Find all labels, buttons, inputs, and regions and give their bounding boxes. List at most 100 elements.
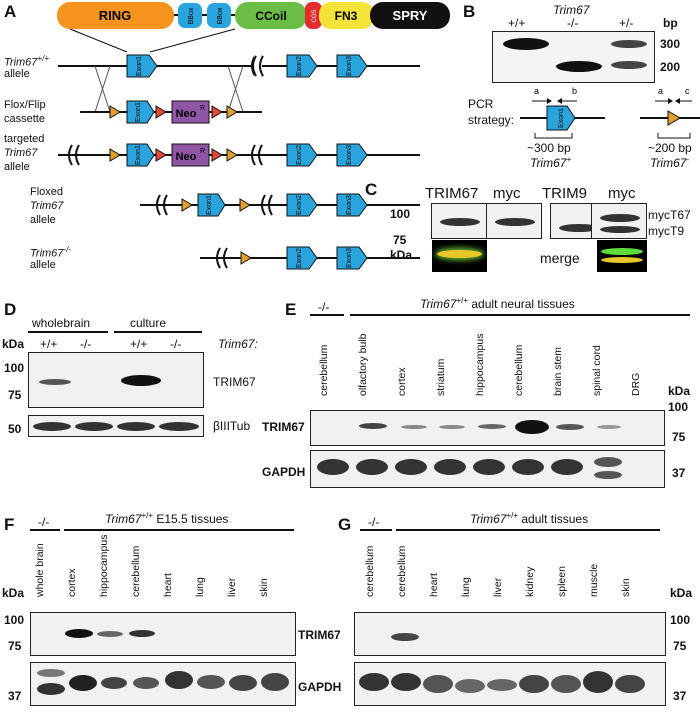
blot-band	[478, 424, 506, 429]
lane-label: muscle	[588, 563, 600, 597]
lane-label: striatum	[435, 358, 447, 396]
svg-text:Exon2: Exon2	[296, 56, 303, 76]
svg-text:Exon2: Exon2	[296, 145, 303, 165]
blot-e-trim67	[310, 410, 665, 446]
lane-label: cortex	[396, 367, 408, 396]
svg-text:Exon3: Exon3	[346, 145, 353, 165]
blot-band	[594, 457, 622, 467]
panel-a-diagram: RING BBox BBox CCoil COS FN3 SPRY Exon1 …	[57, 2, 450, 270]
svg-text:a: a	[658, 86, 663, 96]
blot-band	[556, 424, 584, 430]
blot-f-trim67	[30, 612, 296, 656]
lane-label: liver	[492, 577, 504, 597]
bbox2-label: BBox	[217, 7, 224, 24]
row-targeted-label: targeted	[4, 133, 45, 145]
panel-g-letter: G	[338, 515, 352, 534]
panel-d-letter: D	[4, 300, 17, 319]
lane-label: skin	[620, 578, 632, 597]
lane-label: cortex	[66, 568, 78, 597]
row-wt-label: Trim67+/+	[4, 54, 49, 69]
blot-band	[197, 675, 225, 689]
svg-text:Exon3: Exon3	[346, 195, 353, 215]
svg-text:Exon3: Exon3	[346, 248, 353, 268]
blot-band	[359, 423, 387, 429]
neo-label: Neo	[176, 108, 197, 120]
ring-label: RING	[99, 8, 132, 23]
blot-e-gapdh	[310, 450, 665, 488]
lane-label: heart	[162, 573, 174, 597]
svg-text:Exon1: Exon1	[558, 108, 565, 128]
svg-text:Neo: Neo	[176, 151, 197, 163]
lane-label: brain stem	[552, 346, 564, 396]
lane-label: DRG	[630, 372, 642, 396]
bbox1-label: BBox	[188, 7, 195, 24]
blot-band	[551, 675, 581, 693]
blot-d-trim67	[28, 352, 204, 408]
blot-g-gapdh	[354, 662, 666, 706]
lane-label: skin	[258, 578, 270, 597]
blot-band	[359, 673, 389, 691]
lane-label: hippocampus	[98, 534, 110, 597]
svg-text:a: a	[534, 86, 539, 96]
blot-band	[434, 459, 466, 475]
blot-band	[395, 459, 427, 475]
pcr-gel	[492, 31, 655, 83]
row-cassette-label: Flox/Flip	[4, 99, 46, 111]
svg-text:Exon1: Exon1	[135, 145, 142, 165]
svg-text:R: R	[200, 148, 205, 155]
blot-band	[597, 425, 621, 429]
lane-label: cerebellum	[318, 344, 330, 396]
blot-band	[423, 675, 453, 693]
panel-c-letter: C	[365, 180, 378, 199]
ring-domain	[57, 2, 174, 29]
blot-band	[229, 675, 257, 691]
panel-e-letter: E	[285, 300, 297, 319]
blot-d-tub	[28, 415, 204, 437]
lane-label: cerebellum	[396, 545, 408, 597]
blot-myc2	[591, 203, 647, 239]
bbox1-domain	[178, 3, 202, 28]
blot-band	[261, 673, 289, 691]
blot-band	[473, 459, 505, 475]
lane-label: whole brain	[34, 543, 46, 597]
lane-label: cerebellum	[513, 344, 525, 396]
panel-a-letter: A	[4, 2, 17, 21]
svg-text:Exon2: Exon2	[296, 248, 303, 268]
blot-band	[37, 669, 65, 677]
lane-label: liver	[226, 577, 238, 597]
row-floxed-label: Floxed	[30, 186, 64, 198]
pcr-strategy-diagram: Exon1 a b a c	[520, 86, 700, 139]
blot-band	[65, 629, 93, 638]
blot-myc1	[486, 203, 542, 239]
blot-g-trim67	[354, 612, 666, 656]
cos-label: COS	[312, 9, 318, 22]
blot-band	[439, 425, 465, 429]
lane-label: spleen	[556, 566, 568, 597]
lane-label: spinal cord	[591, 345, 603, 396]
blot-band	[101, 677, 127, 689]
blot-band	[97, 631, 123, 637]
blot-band	[317, 459, 349, 475]
blot-band	[512, 459, 544, 475]
ccoil-label: CCoil	[255, 9, 286, 23]
blot-band	[37, 683, 65, 695]
lane-label: cerebellum	[130, 545, 142, 597]
lane-label: heart	[428, 573, 440, 597]
blot-band	[401, 425, 427, 429]
panel-b-letter: B	[463, 2, 476, 21]
blot-trim67	[431, 203, 487, 239]
blot-band	[594, 471, 622, 479]
blot-band	[519, 675, 549, 693]
blot-band	[356, 459, 388, 475]
svg-text:Exon3: Exon3	[346, 56, 353, 76]
lane-label: kidney	[524, 566, 536, 597]
ccoil-domain	[235, 2, 307, 29]
bbox2-domain	[207, 3, 231, 28]
blot-band	[455, 679, 485, 693]
blot-band	[129, 630, 155, 637]
cos-domain	[305, 2, 322, 29]
blot-band	[583, 671, 613, 693]
blot-band	[487, 679, 517, 691]
blot-band	[391, 673, 421, 691]
svg-text:Exon1: Exon1	[135, 102, 142, 122]
